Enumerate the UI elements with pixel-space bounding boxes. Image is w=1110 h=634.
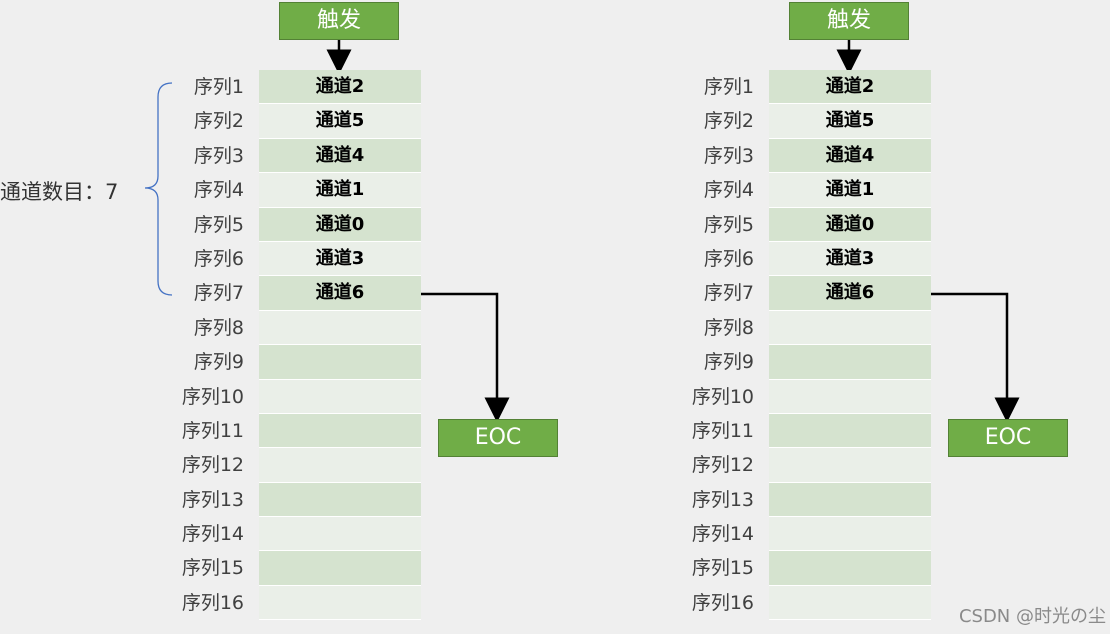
seq-label: 序列9 [193, 351, 244, 374]
channel-cell [769, 551, 931, 586]
seq-label: 序列14 [691, 523, 754, 546]
channel-cell [259, 413, 421, 449]
connector-arrows [326, 40, 510, 423]
channel-cell [259, 345, 421, 380]
channel-cell: 通道3 [259, 241, 421, 277]
seq-label: 序列9 [703, 351, 754, 374]
seq-label: 序列2 [193, 110, 244, 133]
seq-label: 序列4 [703, 179, 754, 202]
channel-cell [259, 585, 421, 621]
channel-cell: 通道3 [769, 241, 931, 277]
diagram-left: 通道数目：7 触发 序列1 序列2 序列3 序列4 序列5 序列6 序列7 序列… [0, 2, 558, 621]
seq-label: 序列16 [691, 591, 754, 614]
seq-label: 序列1 [703, 76, 754, 98]
channel-cell [769, 517, 931, 552]
seq-label: 序列10 [691, 385, 754, 408]
channel-cell: 通道6 [769, 276, 931, 311]
channel-cell [259, 310, 421, 346]
seq-label: 序列11 [181, 419, 244, 442]
watermark: CSDN @时光の尘 [958, 606, 1106, 627]
seq-label: 序列4 [193, 179, 244, 202]
seq-label: 序列16 [181, 591, 244, 614]
channel-cell [259, 551, 421, 586]
brace-bracket [144, 82, 173, 296]
seq-label: 序列13 [691, 488, 754, 511]
trigger-box: 触发 [789, 2, 909, 40]
seq-label: 序列14 [181, 523, 244, 546]
seq-label: 序列1 [193, 76, 244, 98]
channel-cell: 通道2 [259, 70, 421, 105]
seq-label: 序列15 [181, 557, 244, 580]
channel-cell [259, 517, 421, 552]
channel-cell: 通道1 [259, 173, 421, 208]
trigger-box: 触发 [279, 2, 399, 40]
seq-label: 序列6 [703, 247, 754, 270]
seq-label: 序列13 [181, 488, 244, 511]
channel-cell: 通道0 [259, 207, 421, 242]
seq-label: 序列3 [703, 144, 754, 167]
channel-cell [769, 585, 931, 621]
channel-cell [769, 379, 931, 414]
seq-label: 序列5 [703, 213, 754, 236]
seq-label: 序列8 [193, 316, 244, 339]
seq-label: 序列2 [703, 110, 754, 133]
sequence-table: 通道2 通道5 通道4 通道1 通道0 通道3 通道6 [769, 70, 931, 621]
channel-cell [259, 482, 421, 518]
diagram-right: 触发 序列1 序列2 序列3 序列4 序列5 序列6 序列7 序列8 序列9 序… [510, 0, 1070, 634]
seq-label: 序列7 [703, 282, 754, 305]
channel-cell: 通道5 [769, 104, 931, 139]
channel-cell [769, 482, 931, 518]
channel-cell: 通道6 [259, 276, 421, 311]
seq-label: 序列8 [703, 316, 754, 339]
seq-label: 序列11 [691, 419, 754, 442]
seq-label: 序列10 [181, 385, 244, 408]
seq-label: 序列6 [193, 247, 244, 270]
channel-cell: 通道1 [769, 173, 931, 208]
channel-cell [769, 310, 931, 346]
channel-cell: 通道4 [769, 138, 931, 174]
channel-cell [769, 345, 931, 380]
seq-label: 序列7 [193, 282, 244, 305]
eoc-box: EOC [438, 419, 558, 457]
eoc-box: EOC [948, 419, 1068, 457]
connector-arrows [836, 40, 1020, 423]
sequence-labels: 序列1 序列2 序列3 序列4 序列5 序列6 序列7 序列8 序列9 序列10… [160, 70, 244, 620]
sequence-labels: 序列1 序列2 序列3 序列4 序列5 序列6 序列7 序列8 序列9 序列10… [670, 70, 754, 620]
channel-cell: 通道5 [259, 104, 421, 139]
seq-label: 序列5 [193, 213, 244, 236]
channel-cell [769, 448, 931, 483]
seq-label: 序列3 [193, 144, 244, 167]
seq-label: 序列15 [691, 557, 754, 580]
channel-cell [769, 413, 931, 449]
sequence-table: 通道2 通道5 通道4 通道1 通道0 通道3 通道6 [259, 70, 421, 621]
seq-label: 序列12 [181, 454, 244, 477]
channel-cell: 通道2 [769, 70, 931, 105]
channel-count-label: 通道数目：7 [0, 180, 119, 204]
seq-label: 序列12 [691, 454, 754, 477]
channel-cell: 通道4 [259, 138, 421, 174]
channel-cell: 通道0 [769, 207, 931, 242]
channel-cell [259, 379, 421, 414]
channel-cell [259, 448, 421, 483]
